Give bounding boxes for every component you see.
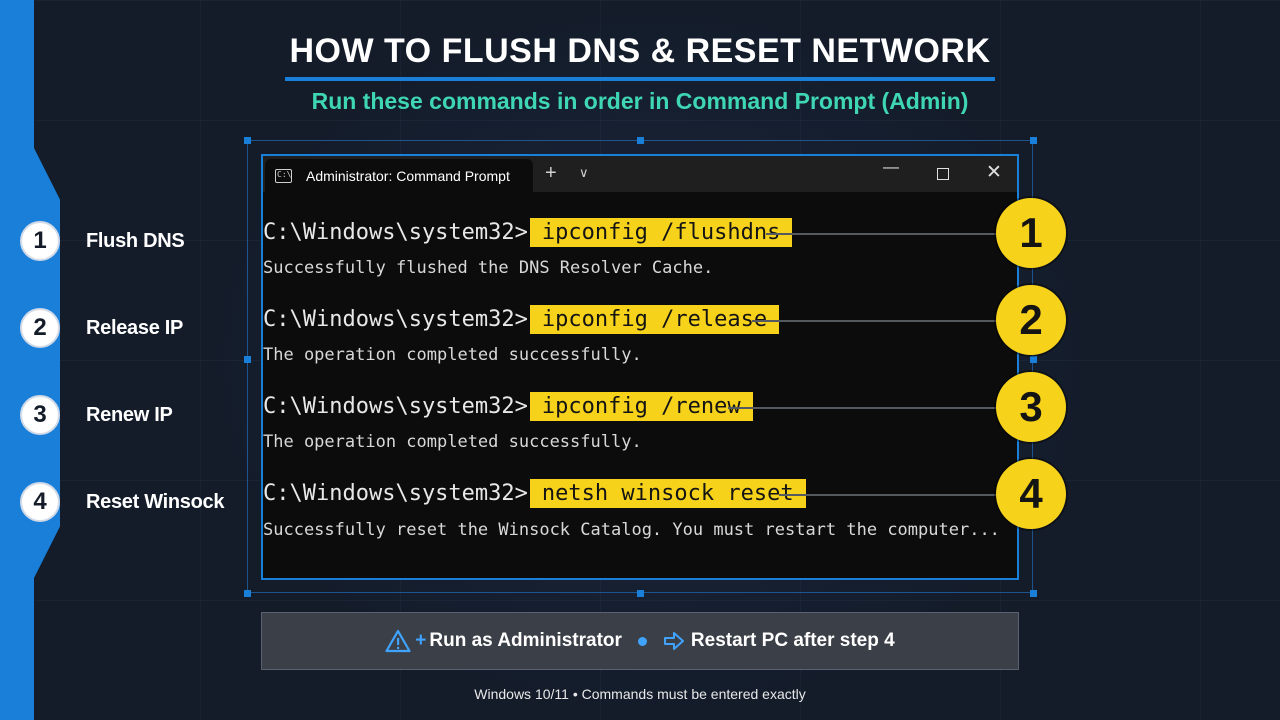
command-line: C:\Windows\system32>ipconfig /flushdns <box>263 218 793 247</box>
connector-line <box>752 320 998 322</box>
resize-handle[interactable] <box>1030 356 1037 363</box>
command-output: The operation completed successfully. <box>263 432 642 452</box>
tab-title: Administrator: Command Prompt <box>306 167 510 184</box>
step-callout-badge: 3 <box>996 372 1066 442</box>
connector-line <box>779 494 998 496</box>
command-highlight: netsh winsock reset <box>529 479 806 508</box>
prompt-path: C:\Windows\system32> <box>263 307 528 332</box>
tip-plus: + <box>415 630 427 651</box>
connector-line <box>766 233 998 235</box>
chevron-down-icon[interactable]: ∨ <box>579 165 589 180</box>
resize-handle[interactable] <box>637 137 644 144</box>
page-subtitle: Run these commands in order in Command P… <box>311 88 969 114</box>
resize-handle[interactable] <box>244 590 251 597</box>
command-highlight: ipconfig /renew <box>529 392 753 421</box>
prompt-path: C:\Windows\system32> <box>263 394 528 419</box>
title-wrap: HOW TO FLUSH DNS & RESET NETWORK <box>0 32 1280 81</box>
left-accent-bar <box>0 0 34 720</box>
step-number-badge: 3 <box>20 395 60 435</box>
terminal-tab[interactable]: C:\ Administrator: Command Prompt <box>265 159 533 192</box>
resize-handle[interactable] <box>1030 137 1037 144</box>
maximize-icon[interactable] <box>937 168 949 180</box>
step-label: Reset Winsock <box>86 490 225 513</box>
window-titlebar[interactable]: C:\ Administrator: Command Prompt + ∨ — … <box>263 156 1017 192</box>
step-number-badge: 2 <box>20 308 60 348</box>
resize-handle[interactable] <box>637 590 644 597</box>
step-label: Flush DNS <box>86 229 185 252</box>
resize-handle[interactable] <box>1030 590 1037 597</box>
footer-note: Windows 10/11 • Commands must be entered… <box>474 686 806 702</box>
command-output: The operation completed successfully. <box>263 345 642 365</box>
command-line: C:\Windows\system32>ipconfig /renew <box>263 392 753 421</box>
step-callout-badge: 4 <box>996 459 1066 529</box>
page-title: HOW TO FLUSH DNS & RESET NETWORK <box>285 32 995 81</box>
command-output: Successfully reset the Winsock Catalog. … <box>263 520 1000 540</box>
tip-bar: + Run as Administrator Restart PC after … <box>261 612 1019 670</box>
tip-restart-pc: Restart PC after step 4 <box>690 630 895 651</box>
prompt-path: C:\Windows\system32> <box>263 481 528 506</box>
command-line: C:\Windows\system32>ipconfig /release <box>263 305 780 334</box>
arrow-right-icon <box>663 632 684 650</box>
tip-separator <box>637 636 647 646</box>
step-item-release-ip: 2 Release IP <box>20 308 183 348</box>
prompt-path: C:\Windows\system32> <box>263 220 528 245</box>
plus-icon[interactable]: + <box>545 162 557 184</box>
close-icon[interactable]: ✕ <box>986 162 1002 183</box>
step-number-badge: 4 <box>20 482 60 522</box>
command-prompt-window[interactable]: C:\ Administrator: Command Prompt + ∨ — … <box>261 154 1019 580</box>
resize-handle[interactable] <box>244 137 251 144</box>
step-callout-badge: 1 <box>996 198 1066 268</box>
command-highlight: ipconfig /flushdns <box>529 218 793 247</box>
cmd-icon: C:\ <box>275 168 292 183</box>
connector-line <box>728 407 998 409</box>
step-item-reset-winsock: 4 Reset Winsock <box>20 482 225 522</box>
resize-handle[interactable] <box>244 356 251 363</box>
step-number-badge: 1 <box>20 221 60 261</box>
command-line: C:\Windows\system32>netsh winsock reset <box>263 479 806 508</box>
step-item-flush-dns: 1 Flush DNS <box>20 221 185 261</box>
warning-icon <box>385 629 411 653</box>
step-label: Renew IP <box>86 403 173 426</box>
step-label: Release IP <box>86 316 184 339</box>
step-callout-badge: 2 <box>996 285 1066 355</box>
command-highlight: ipconfig /release <box>529 305 780 334</box>
command-output: Successfully flushed the DNS Resolver Ca… <box>263 258 714 278</box>
step-item-renew-ip: 3 Renew IP <box>20 395 173 435</box>
tip-run-as-admin: Run as Administrator <box>429 630 622 651</box>
minimize-icon[interactable]: — <box>883 159 899 176</box>
